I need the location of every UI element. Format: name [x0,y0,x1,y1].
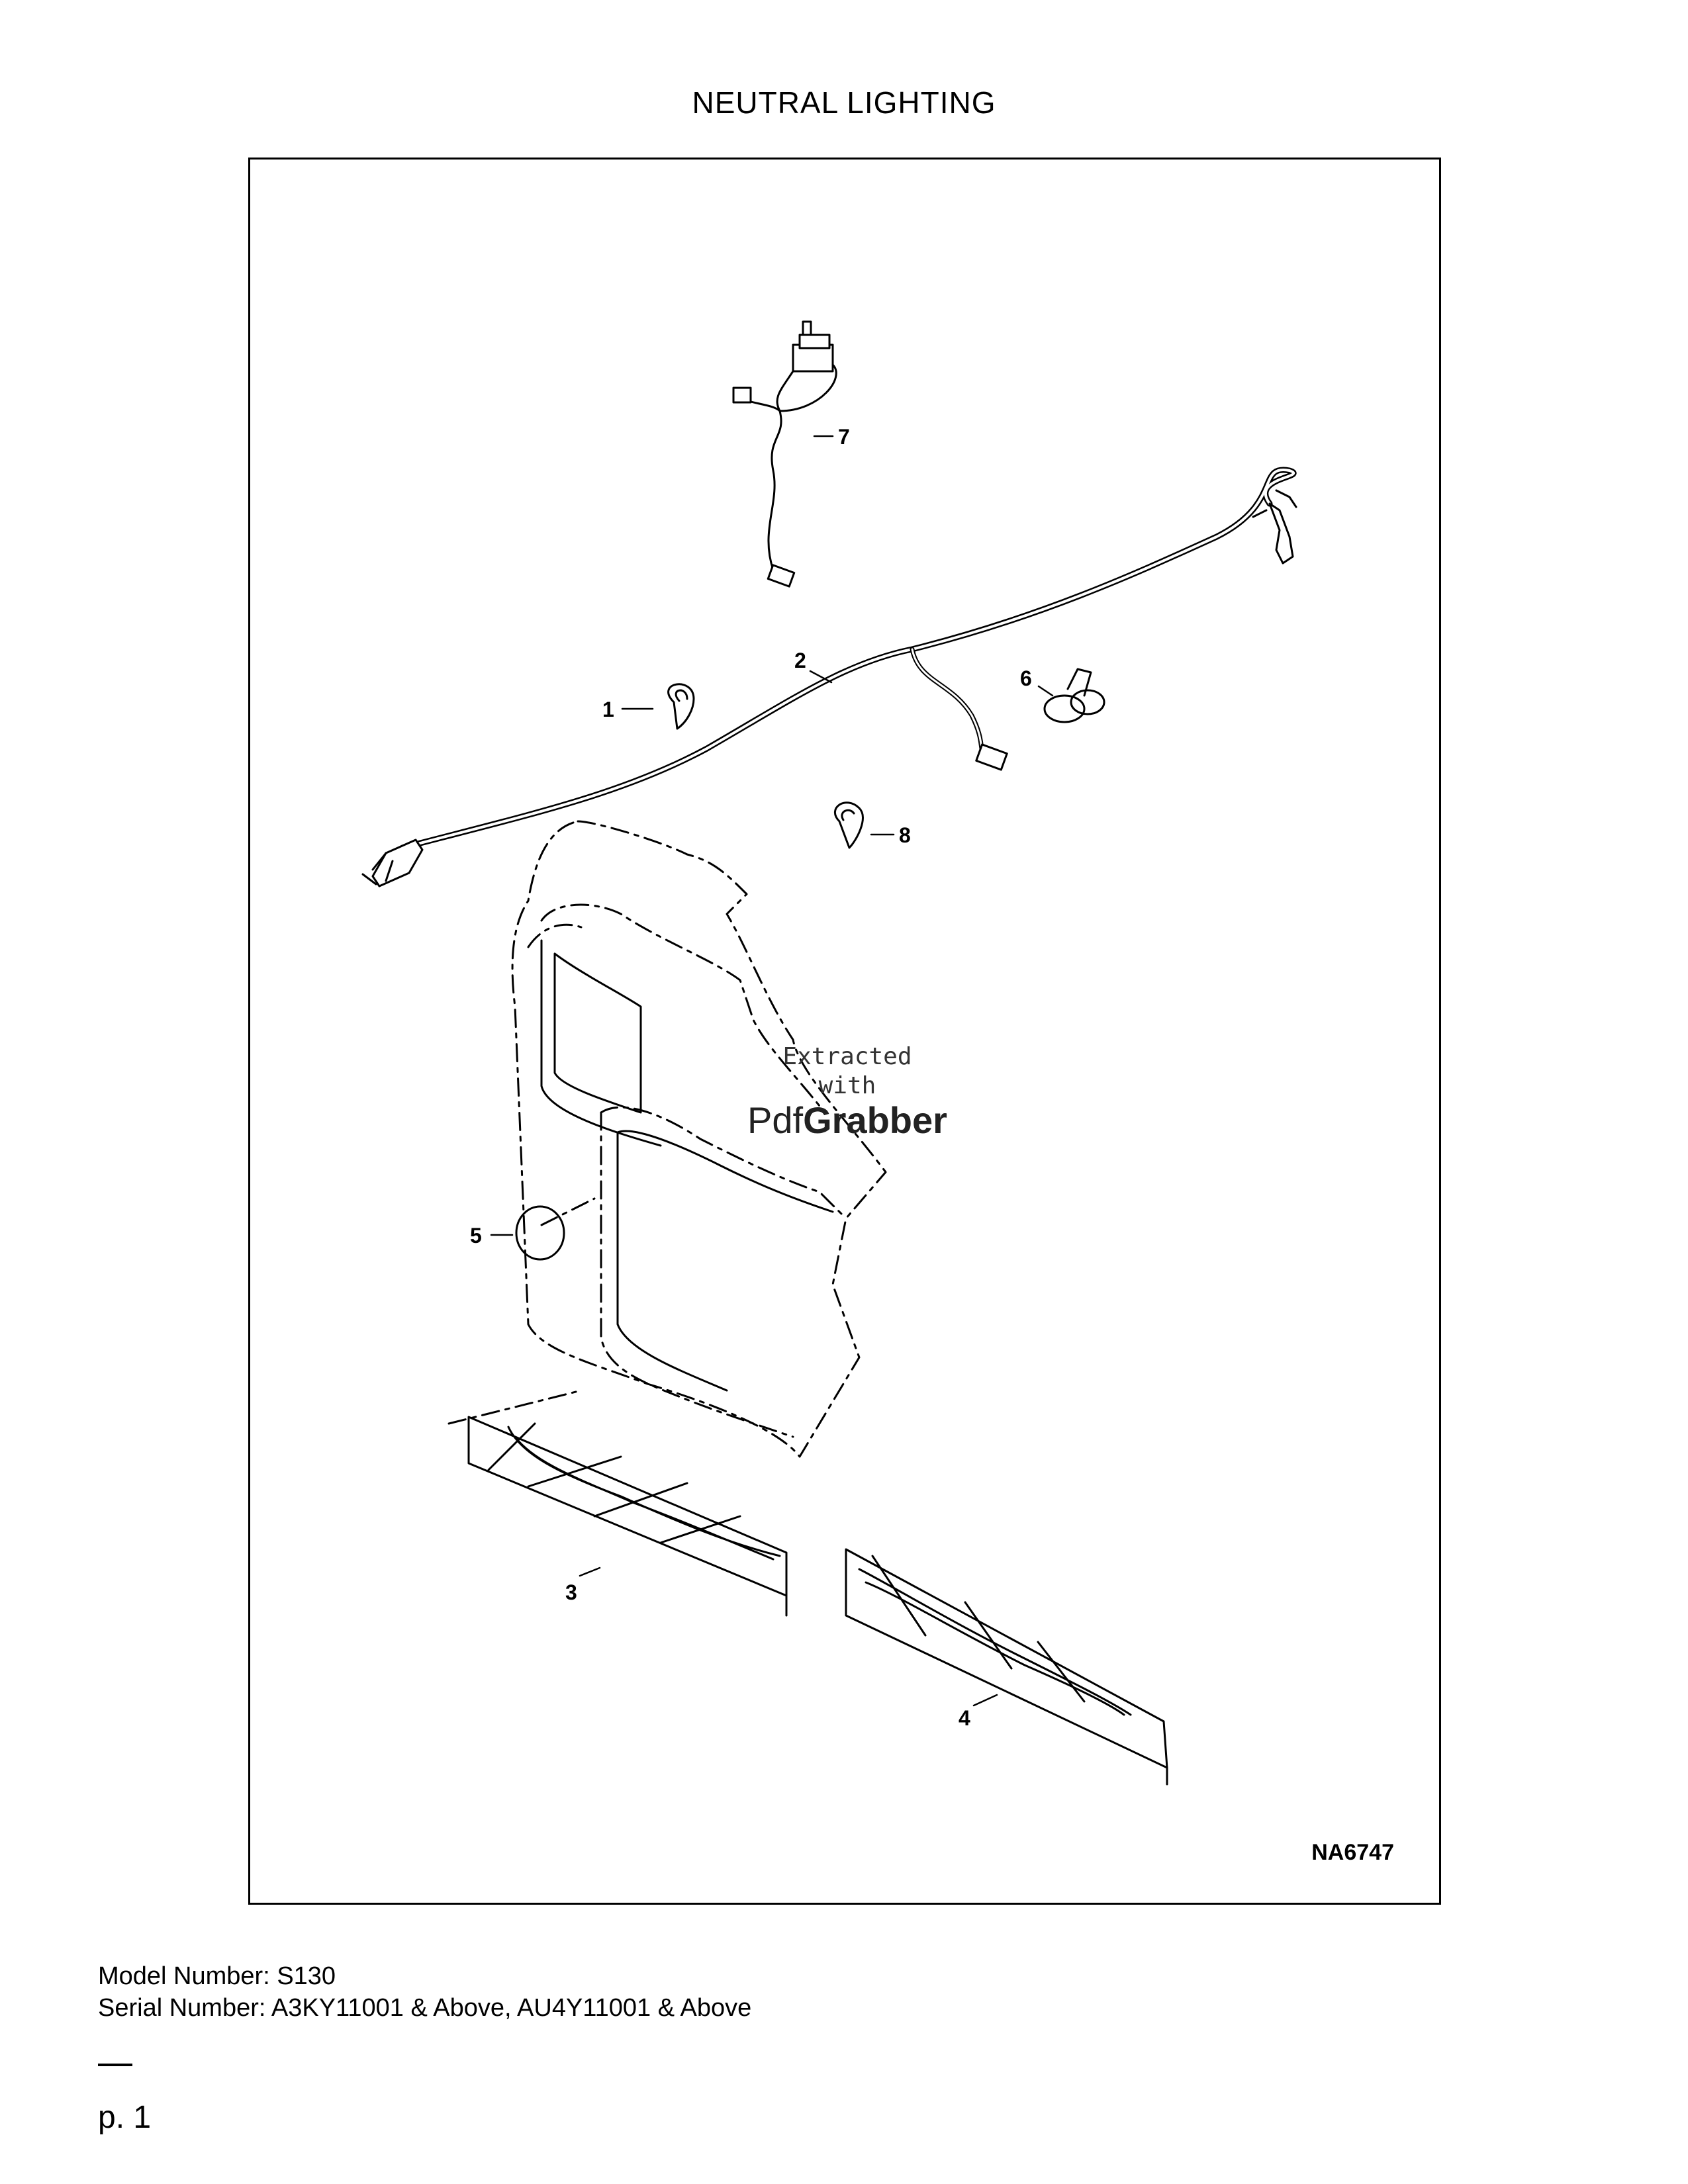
relay-sub-harness [732,320,837,588]
panel-3 [467,1416,788,1617]
callout-4: 4 [959,1706,970,1730]
page-divider [98,2064,132,2066]
panel-4 [845,1548,1168,1786]
clip-8 [834,801,864,849]
watermark-brand-light: Pdf [747,1099,804,1141]
callout-8: 8 [899,823,911,847]
watermark-brand: PdfGrabber [735,1101,960,1140]
main-wire-harness [361,467,1297,887]
page-number: p. 1 [98,2100,152,2135]
watermark: Extracted with PdfGrabber [735,1042,960,1142]
leader-lines [490,435,1054,1707]
watermark-line-2: with [818,1072,876,1099]
callout-1: 1 [602,698,614,721]
watermark-brand-bold: Grabber [803,1099,947,1141]
parts-diagram: 1 2 3 4 5 6 7 8 [361,320,1297,1786]
page-title: NEUTRAL LIGHTING [692,85,996,120]
side-panel-outline [447,820,887,1458]
callout-6: 6 [1020,666,1032,690]
model-number: Model Number: S130 [98,1962,336,1990]
callout-3: 3 [565,1580,577,1604]
parts-diagram-frame: 1 2 3 4 5 6 7 8 NA6747 [248,158,1441,1905]
watermark-line-1: Extracted [782,1043,912,1070]
callout-2: 2 [794,649,806,672]
clamp-6 [1043,668,1105,723]
figure-code: NA6747 [1311,1840,1394,1865]
serial-number: Serial Number: A3KY11001 & Above, AU4Y11… [98,1994,752,2022]
clip-1 [667,683,695,730]
callout-5: 5 [470,1224,482,1248]
side-panel-windows [540,939,834,1392]
callout-7: 7 [838,425,850,449]
